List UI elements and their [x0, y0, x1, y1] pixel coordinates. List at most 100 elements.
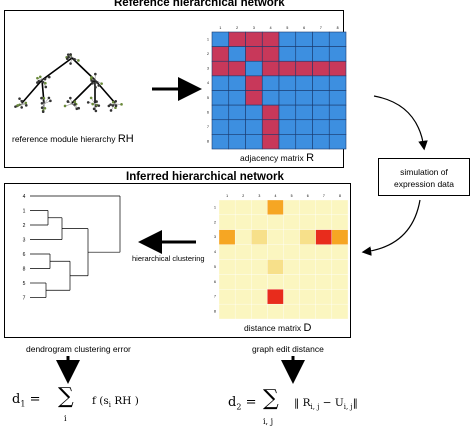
adjacency-row-tick: 6: [207, 110, 209, 114]
cluster-node: [97, 104, 101, 107]
cluster-node: [111, 100, 115, 104]
clustering-arrow-label: hierarchical clustering: [132, 254, 205, 263]
adjacency-cell: [312, 75, 330, 91]
inferred-network-title: Inferred hierarchical network: [122, 171, 288, 183]
cluster-node: [100, 82, 103, 85]
adjacency-cell: [328, 104, 347, 121]
adjacency-row-tick: 3: [207, 67, 209, 71]
cluster-node: [107, 104, 111, 108]
distance-row-tick: 5: [214, 265, 216, 269]
d2-equals: =: [245, 395, 257, 410]
cluster-node: [94, 109, 98, 113]
cluster-node: [73, 100, 77, 104]
adjacency-row-tick: 5: [207, 96, 209, 100]
distance-cell: [251, 214, 268, 230]
adjacency-cell: [211, 31, 230, 47]
adjacency-cell: [295, 90, 313, 106]
distance-cell: [267, 303, 284, 320]
adjacency-cell: [295, 31, 313, 47]
adjacency-cell: [228, 104, 246, 121]
adjacency-cell: [278, 119, 297, 135]
module-cluster: [63, 96, 81, 111]
adjacency-cell: [261, 104, 280, 121]
cluster-node: [69, 96, 72, 100]
distance-cell: [315, 274, 333, 290]
cluster-node: [92, 107, 96, 111]
inferred-network-panel: Inferred hierarchical network: [4, 171, 351, 338]
cluster-node: [38, 75, 42, 79]
cluster-node: [42, 96, 46, 100]
d2-sub: 2: [236, 402, 242, 412]
adjacency-cell: [245, 31, 263, 47]
cluster-node: [47, 75, 51, 79]
distance-cell: [299, 274, 316, 290]
adjacency-cell: [245, 90, 263, 106]
distance-cell: [234, 229, 252, 245]
d2-sum-index: i, j: [263, 417, 274, 426]
adjacency-cell: [295, 104, 313, 121]
adjacency-cell: [312, 31, 330, 47]
cluster-node: [94, 85, 97, 89]
cluster-node: [69, 62, 72, 65]
distance-col-tick: 7: [323, 194, 325, 198]
distance-cell: [218, 259, 236, 275]
distance-cell: [283, 214, 300, 230]
adjacency-caption-text: adjacency matrix: [240, 153, 304, 163]
distance-row-tick: 6: [214, 280, 216, 284]
distance-cell: [234, 274, 252, 290]
adjacency-cell: [211, 60, 230, 77]
adjacency-col-tick: 2: [236, 26, 238, 30]
d1-body-text: f (s: [92, 395, 109, 407]
cluster-node: [44, 85, 48, 89]
cluster-edge: [43, 97, 50, 105]
distance-cell: [331, 214, 349, 230]
distance-cell: [251, 303, 268, 320]
module-clusters: [14, 53, 123, 113]
adjacency-cell: [312, 134, 330, 150]
distance-cell: [267, 199, 284, 216]
distance-cell: [283, 303, 300, 320]
distance-symbol: D: [303, 322, 312, 334]
distance-cell: [315, 289, 333, 305]
distance-cell: [251, 274, 268, 290]
adjacency-cell: [245, 46, 263, 62]
adjacency-cell: [261, 60, 280, 77]
distance-cell: [251, 244, 268, 260]
distance-cell: [299, 303, 316, 320]
distance-col-tick: 4: [274, 194, 276, 198]
distance-cell: [267, 289, 284, 305]
hierarchy-caption-text: reference module hierarchy: [12, 134, 116, 144]
module-cluster: [65, 53, 80, 65]
distance-cell: [315, 229, 333, 245]
distance-cell: [283, 199, 300, 216]
cluster-node: [47, 96, 51, 100]
adjacency-cell: [228, 75, 246, 91]
distance-cell: [218, 244, 236, 260]
arrow-to-distance: [361, 199, 421, 256]
cluster-node: [109, 109, 113, 112]
adjacency-cell: [211, 104, 230, 121]
distance-cell: [218, 289, 236, 305]
cluster-node: [77, 59, 80, 62]
distance-cell: [331, 199, 349, 216]
cluster-node: [86, 101, 90, 104]
adjacency-cell: [312, 90, 330, 106]
cluster-node: [66, 100, 70, 103]
cluster-node: [91, 102, 94, 106]
cluster-node: [75, 107, 79, 111]
adjacency-cell: [211, 90, 230, 106]
distance-col-tick: 2: [242, 194, 244, 198]
adjacency-row-tick: 7: [207, 125, 209, 129]
d1-sum: ∑: [58, 384, 74, 409]
cluster-node: [41, 110, 45, 113]
cluster-node: [18, 97, 21, 100]
adjacency-cell: [278, 104, 297, 121]
distance-cell: [267, 214, 284, 230]
adjacency-cell: [295, 60, 313, 77]
distance-caption: distance matrix D: [244, 322, 312, 334]
distance-cell: [283, 289, 300, 305]
cluster-node: [24, 101, 28, 105]
adjacency-cell: [295, 119, 313, 135]
distance-cell: [331, 274, 349, 290]
